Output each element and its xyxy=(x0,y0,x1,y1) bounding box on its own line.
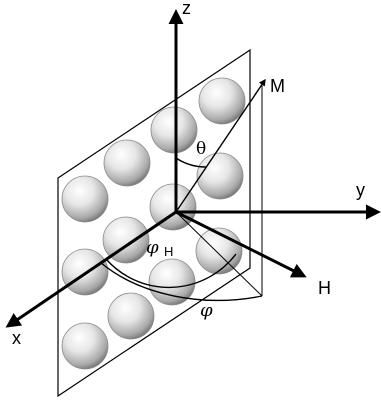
theta-arc xyxy=(175,157,207,168)
sphere-array xyxy=(61,77,246,370)
z-axis-label: z xyxy=(182,0,191,18)
y-axis-label: y xyxy=(356,180,365,200)
x-axis-label: x xyxy=(12,328,21,348)
x-axis xyxy=(5,210,177,328)
phi-arc xyxy=(99,261,263,302)
sphere xyxy=(150,106,198,154)
phi-h-arc xyxy=(105,253,237,289)
phi-h-symbol: φ xyxy=(146,237,159,258)
m-vector xyxy=(175,78,266,213)
phi-label: φ xyxy=(200,300,213,321)
sphere xyxy=(61,322,109,370)
sphere xyxy=(149,183,197,231)
m-vector-label: M xyxy=(270,76,285,96)
sphere xyxy=(61,175,109,223)
h-vector xyxy=(175,210,307,278)
m-floor-projection xyxy=(175,211,263,297)
sphere xyxy=(107,292,155,340)
sphere xyxy=(103,139,151,187)
sphere xyxy=(148,258,196,306)
h-vector-label: H xyxy=(318,278,331,298)
sphere xyxy=(196,152,244,200)
sphere xyxy=(102,216,150,264)
sphere xyxy=(198,77,246,125)
sample-plane xyxy=(57,48,251,398)
phi-h-subscript: H xyxy=(164,244,173,259)
theta-label: θ xyxy=(196,139,206,159)
